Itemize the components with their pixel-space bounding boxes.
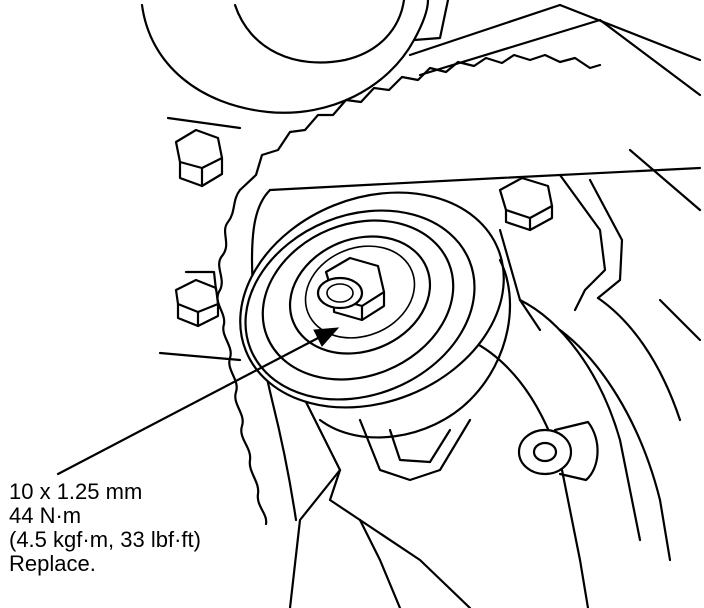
pulley-bolt — [316, 256, 386, 322]
torque-alt-label: (4.5 kgf·m, 33 lbf·ft) — [9, 527, 201, 552]
mounting-bolt-upper-left — [166, 116, 242, 188]
torque-specification: 10 x 1.25 mm 44 N·m (4.5 kgf·m, 33 lbf·f… — [9, 480, 201, 576]
torque-nm-label: 44 N·m — [9, 503, 82, 528]
upper-pulley — [140, 0, 450, 114]
belt-reference-line — [158, 351, 242, 362]
callout-leader-arrow — [56, 327, 340, 476]
engine-cover — [408, 3, 702, 608]
tensioner-bracket — [288, 228, 542, 608]
replace-note: Replace. — [9, 551, 96, 576]
mounting-bolt-left — [174, 270, 220, 328]
dowel-sleeve — [517, 420, 599, 482]
mounting-bolt-right — [498, 176, 554, 232]
bolt-size-label: 10 x 1.25 mm — [9, 479, 143, 504]
